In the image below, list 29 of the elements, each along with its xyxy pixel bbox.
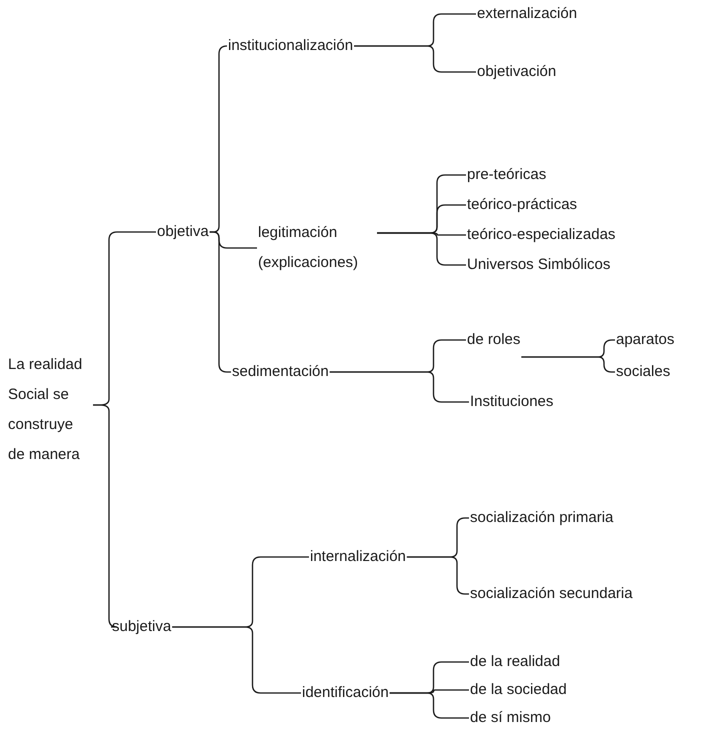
concept-text: teórico-prácticas bbox=[467, 196, 578, 214]
concept-text: Universos Simbólicos bbox=[467, 256, 610, 274]
concept-text: de la sociedad bbox=[470, 681, 567, 699]
curly-brace bbox=[377, 232, 466, 266]
curly-brace bbox=[354, 45, 476, 73]
curly-brace bbox=[390, 692, 469, 719]
concept-text: identificación bbox=[302, 684, 389, 702]
concept-text: de roles bbox=[467, 331, 520, 349]
concept-text: institucionalización bbox=[228, 37, 354, 55]
curly-brace bbox=[521, 356, 615, 373]
curly-brace bbox=[330, 371, 469, 403]
curly-brace bbox=[172, 626, 301, 694]
concept-text: internalización bbox=[310, 548, 406, 566]
concept-text: externalización bbox=[477, 5, 578, 23]
concept-text: Instituciones bbox=[470, 393, 554, 411]
concept-text: subjetiva bbox=[112, 618, 172, 636]
concept-text: sedimentación bbox=[232, 363, 329, 381]
concept-text: de sí mismo bbox=[470, 709, 551, 727]
concept-text: objetiva bbox=[157, 223, 209, 241]
concept-text: aparatos bbox=[616, 331, 674, 349]
concept-text: La realidad Social se construye de manera bbox=[8, 350, 92, 470]
concept-text: de la realidad bbox=[470, 653, 560, 671]
concept-text: objetivación bbox=[477, 63, 556, 81]
concept-text: sociales bbox=[616, 363, 670, 381]
concept-text: socialización secundaria bbox=[470, 585, 633, 603]
concept-text: legitimación (explicaciones) bbox=[258, 218, 376, 278]
concept-text: pre-teóricas bbox=[467, 166, 546, 184]
concept-text: teórico-especializadas bbox=[467, 226, 616, 244]
concept-text: socialización primaria bbox=[470, 509, 614, 527]
